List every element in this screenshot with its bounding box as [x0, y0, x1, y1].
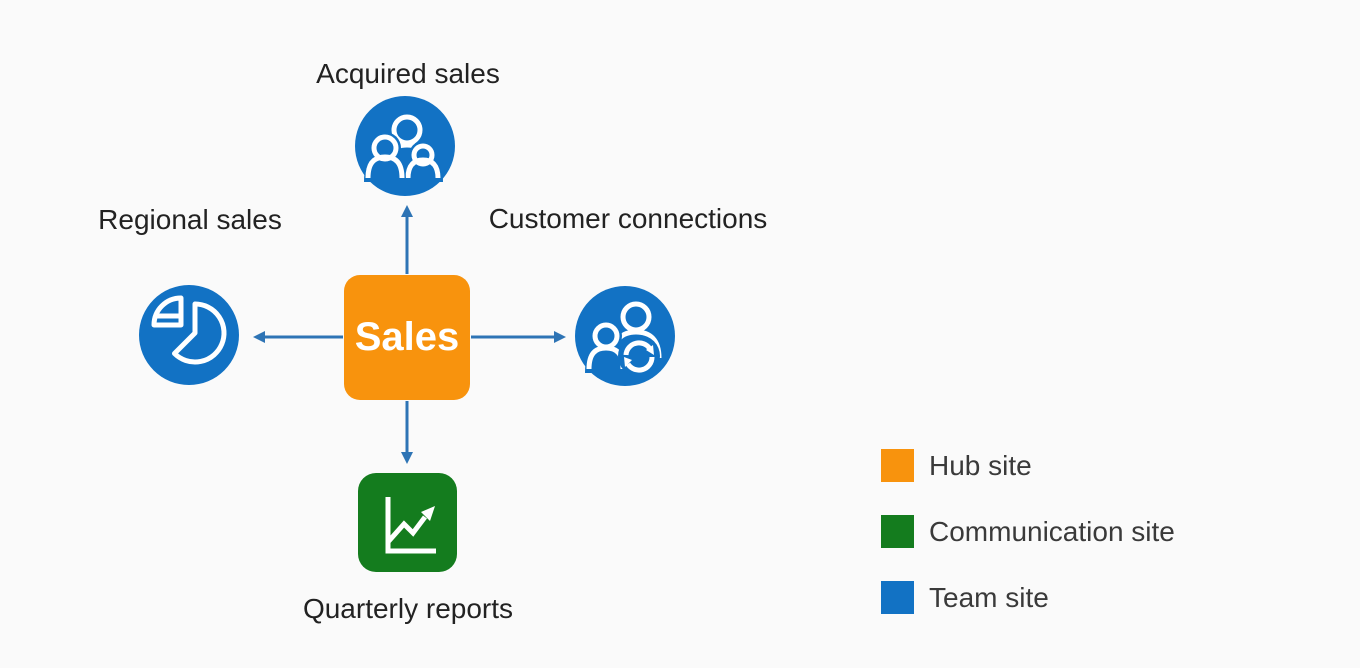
hub-node-label: Sales — [354, 315, 460, 359]
legend: Hub site Communication site Team site — [881, 449, 1175, 647]
legend-label-communication-site: Communication site — [929, 515, 1175, 547]
node-acquired-sales — [355, 96, 455, 196]
line-chart-icon — [385, 497, 436, 554]
node-label-regional-sales: Regional sales — [98, 204, 282, 235]
node-quarterly-reports — [358, 473, 457, 572]
legend-label-team-site: Team site — [929, 581, 1049, 613]
legend-item-hub-site: Hub site — [881, 449, 1175, 482]
legend-item-communication-site: Communication site — [881, 515, 1175, 548]
people-sync-icon — [585, 301, 662, 377]
node-label-customer-connections: Customer connections — [488, 203, 768, 234]
people-group-icon — [364, 114, 443, 182]
hub-node-sales: Sales — [344, 275, 470, 400]
node-label-quarterly-reports: Quarterly reports — [302, 593, 514, 624]
node-customer-connections — [575, 286, 675, 386]
node-regional-sales — [139, 285, 239, 385]
hub-site-swatch — [881, 449, 914, 482]
legend-label-hub-site: Hub site — [929, 449, 1032, 481]
legend-item-team-site: Team site — [881, 581, 1175, 614]
pie-chart-icon — [151, 295, 227, 365]
communication-site-swatch — [881, 515, 914, 548]
team-site-swatch — [881, 581, 914, 614]
node-label-acquired-sales: Acquired sales — [316, 58, 500, 89]
